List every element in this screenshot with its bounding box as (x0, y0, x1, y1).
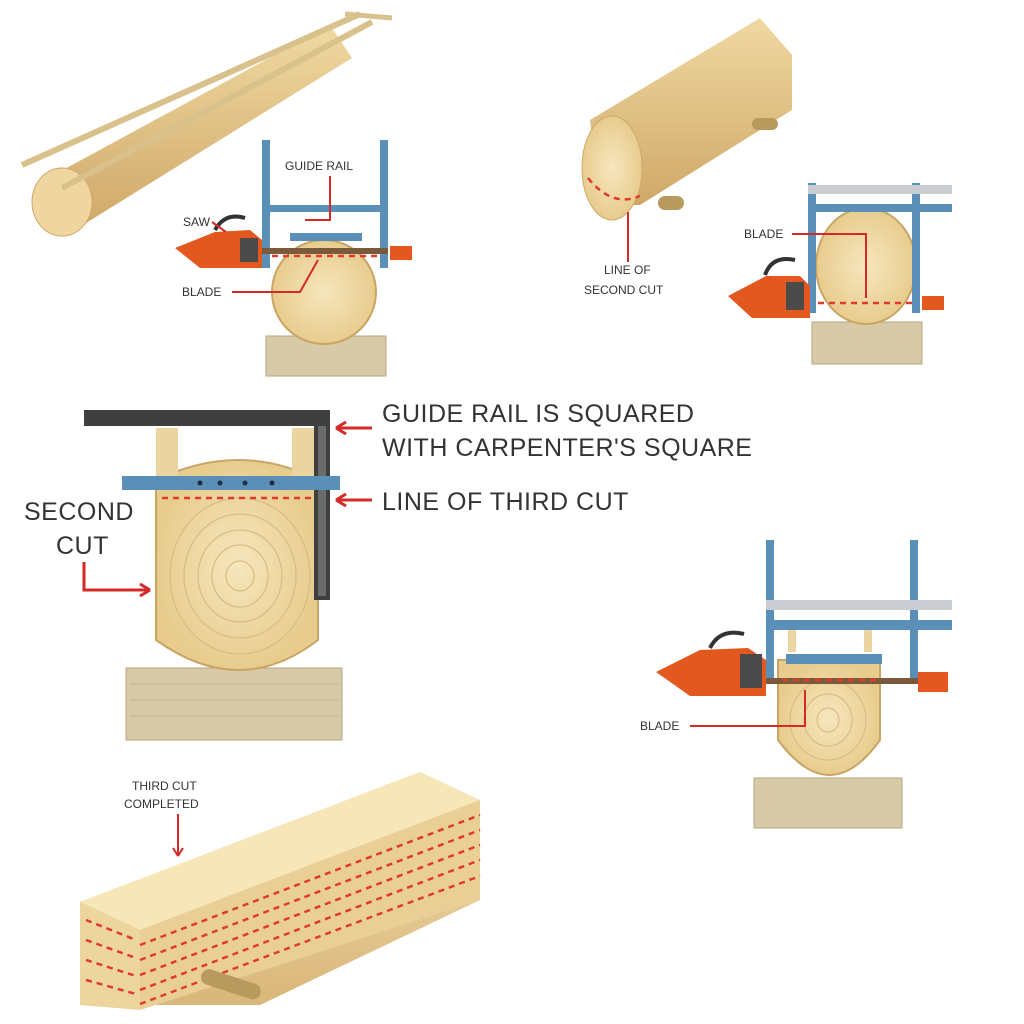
chainsaw-icon (728, 257, 944, 318)
line-of-third-cut-label: LINE OF THIRD CUT (382, 488, 629, 516)
third-cut-completed-label-2: COMPLETED (124, 797, 199, 811)
guide-rail-squared-label-2: WITH CARPENTER'S SQUARE (382, 434, 752, 462)
first-cut-setup: GUIDE RAIL SAW BLADE (175, 140, 412, 377)
line-of-second-cut-label-1: LINE OF (604, 263, 651, 277)
second-cut-setup: BLADE (728, 183, 952, 365)
log-second-cut-illustration: LINE OF SECOND CUT (581, 18, 792, 297)
third-cut-setup: BLADE (640, 540, 952, 829)
line-of-second-cut-label-2: SECOND CUT (584, 283, 664, 297)
second-cut-label-2: CUT (56, 532, 109, 560)
second-cut-label-1: SECOND (24, 498, 134, 526)
saw-label: SAW (183, 215, 211, 229)
blade-label-third: BLADE (640, 719, 679, 733)
chainsaw-icon (175, 214, 412, 268)
log-with-rails-illustration (20, 11, 393, 237)
third-cut-completed-label-1: THIRD CUT (132, 779, 197, 793)
squared-guide-rail-setup: GUIDE RAIL IS SQUARED WITH CARPENTER'S S… (24, 400, 752, 741)
blade-label-second: BLADE (744, 227, 783, 241)
guide-rail-label: GUIDE RAIL (285, 159, 353, 173)
chainsaw-icon (656, 630, 948, 696)
blade-label-first: BLADE (182, 285, 221, 299)
third-cut-completed-illustration: THIRD CUT COMPLETED (80, 772, 481, 1010)
guide-rail-squared-label-1: GUIDE RAIL IS SQUARED (382, 400, 694, 428)
